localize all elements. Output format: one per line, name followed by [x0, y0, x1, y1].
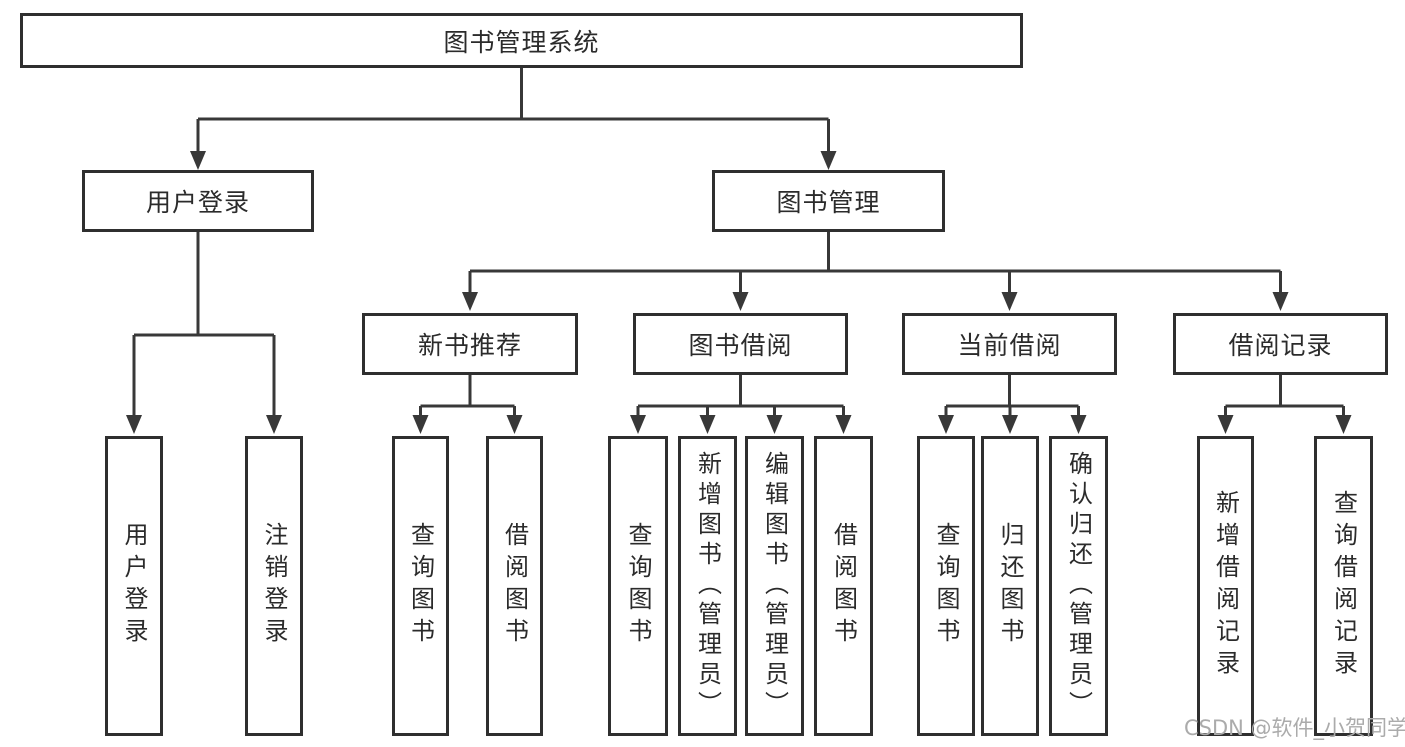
- node-label: 借阅图书: [829, 522, 858, 650]
- leaf-user-login: 用户登录: [105, 436, 163, 736]
- node-label: 确认归还（管理员）: [1064, 451, 1093, 721]
- leaf-current-query-book: 查询图书: [917, 436, 975, 736]
- leaf-confirm-return-admin: 确认归还（管理员）: [1049, 436, 1108, 736]
- node-label: 查询借阅记录: [1329, 490, 1358, 682]
- node-label: 借阅记录: [1228, 331, 1333, 360]
- node-library-management-system: 图书管理系统: [20, 13, 1023, 68]
- node-label: 用户登录: [120, 522, 148, 650]
- node-label: 归还图书: [996, 522, 1024, 650]
- leaf-add-borrow-record: 新增借阅记录: [1197, 436, 1254, 736]
- node-user-login: 用户登录: [82, 170, 314, 232]
- node-label: 查询图书: [406, 522, 435, 650]
- node-label: 借阅图书: [500, 522, 529, 650]
- node-label: 注销登录: [260, 522, 288, 650]
- node-label: 新增图书（管理员）: [693, 451, 722, 721]
- leaf-return-book: 归还图书: [981, 436, 1039, 736]
- node-label: 查询图书: [624, 522, 652, 650]
- node-new-book-recommend: 新书推荐: [362, 313, 578, 375]
- node-label: 图书管理系统: [443, 27, 600, 57]
- node-borrow-records: 借阅记录: [1173, 313, 1388, 375]
- node-label: 图书管理: [776, 188, 881, 217]
- leaf-recommend-borrow-book: 借阅图书: [486, 436, 543, 736]
- leaf-edit-book-admin: 编辑图书（管理员）: [745, 436, 804, 736]
- node-label: 图书借阅: [688, 331, 793, 360]
- connector-edges: [132, 68, 1345, 416]
- leaf-borrow-book: 借阅图书: [814, 436, 873, 736]
- node-label: 编辑图书（管理员）: [760, 451, 789, 721]
- leaf-logout: 注销登录: [245, 436, 303, 736]
- node-label: 当前借阅: [957, 331, 1062, 360]
- node-label: 新增借阅记录: [1211, 490, 1240, 682]
- node-current-borrow: 当前借阅: [902, 313, 1117, 375]
- csdn-watermark: CSDN @软件_小贺同学: [1184, 716, 1405, 740]
- node-book-borrow: 图书借阅: [633, 313, 848, 375]
- node-label: 查询图书: [932, 522, 960, 650]
- leaf-borrow-query-book: 查询图书: [608, 436, 668, 736]
- node-label: 新书推荐: [417, 331, 522, 360]
- node-label: 用户登录: [145, 188, 250, 217]
- leaf-add-book-admin: 新增图书（管理员）: [678, 436, 737, 736]
- arrowheads: [126, 151, 1352, 434]
- leaf-recommend-query-book: 查询图书: [392, 436, 449, 736]
- node-book-management: 图书管理: [712, 170, 945, 232]
- leaf-query-borrow-record: 查询借阅记录: [1314, 436, 1373, 736]
